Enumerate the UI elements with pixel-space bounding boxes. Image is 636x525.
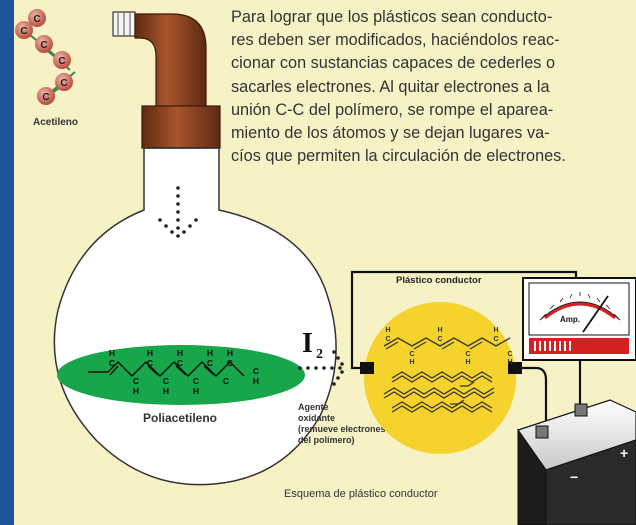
poliacetileno-label: Poliacetileno xyxy=(143,411,217,425)
diagram-caption: Esquema de plástico conductor xyxy=(284,488,438,500)
left-accent-bar xyxy=(0,0,14,525)
ammeter: Amp. xyxy=(522,277,636,361)
agent-label-line: del polímero) xyxy=(298,435,355,445)
atom-label: H xyxy=(409,359,414,366)
battery: − + xyxy=(517,399,636,525)
flask-stopper xyxy=(141,105,221,149)
meter-needle xyxy=(582,295,609,333)
paragraph-line: Para lograr que los plásticos sean condu… xyxy=(231,8,553,26)
reaction-arrow-dots xyxy=(298,350,344,386)
atom-label: H xyxy=(385,327,390,334)
atom-label: H xyxy=(109,348,115,358)
atom-label: C xyxy=(20,26,27,37)
paragraph-line: unión C-C del polímero, se rompe el apar… xyxy=(231,100,554,119)
atom-label: C xyxy=(385,336,390,343)
flow-arrow-dots xyxy=(158,186,198,238)
paragraph-line: sacarles electrones. Al quitar electrone… xyxy=(231,77,550,96)
amp-label: Amp. xyxy=(560,315,580,324)
agent-label-line: Agente xyxy=(298,402,329,412)
agent-label-line: oxidante xyxy=(298,413,335,423)
atom-label: C xyxy=(227,358,233,368)
atom-label: C xyxy=(60,78,67,89)
iodine-symbol: I xyxy=(302,328,313,359)
round-bottom-flask: H C C H H C C H H C C H H C C H C C H Po… xyxy=(53,147,337,486)
atom-label: C xyxy=(223,376,229,386)
atom-label: C xyxy=(193,376,199,386)
atom-label: H xyxy=(253,376,259,386)
atom-label: H xyxy=(163,386,169,396)
atom-label: H xyxy=(493,327,498,334)
carbon-atom xyxy=(28,9,46,27)
paragraph-line: miento de los átomos y se dejan lugares … xyxy=(231,124,550,143)
iodine-reagent: I 2 Agente oxidante (remueve electrones … xyxy=(298,328,386,445)
paragraph-line: cíos que permiten la circulación de elec… xyxy=(231,147,566,166)
carbon-atom xyxy=(35,35,53,53)
atom-label: H xyxy=(147,348,153,358)
conductive-plastic-sample: H C C H H C C H H C C H xyxy=(360,302,522,454)
acetileno-label: Acetileno xyxy=(33,117,78,128)
carbon-atom xyxy=(15,21,33,39)
atom-label: C xyxy=(147,358,153,368)
circuit-wires xyxy=(350,270,582,432)
agent-label-line: (remueve electrones xyxy=(298,424,386,434)
atom-label: C xyxy=(58,56,65,67)
atom-label: C xyxy=(40,40,47,51)
atom-label: C xyxy=(42,92,49,103)
battery-minus-label: − xyxy=(570,469,578,485)
plastico-conductor-label: Plástico conductor xyxy=(396,275,482,286)
atom-label: H xyxy=(437,327,442,334)
battery-plus-label: + xyxy=(620,445,628,461)
atom-label: H xyxy=(133,386,139,396)
atom-label: C xyxy=(163,376,169,386)
atom-label: C xyxy=(437,336,442,343)
atom-label: C xyxy=(133,376,139,386)
atom-label: H xyxy=(227,348,233,358)
carbon-atom xyxy=(37,87,55,105)
atom-label: C xyxy=(177,358,183,368)
paragraph-line: cionar con sustancias capaces de cederle… xyxy=(231,54,556,73)
atom-label: C xyxy=(33,14,40,25)
atom-label: C xyxy=(493,336,498,343)
atom-label: C xyxy=(207,358,213,368)
atom-label: H xyxy=(507,359,512,366)
atom-label: H xyxy=(465,359,470,366)
atom-label: H xyxy=(193,386,199,396)
polyacetylene-layer xyxy=(57,345,305,405)
atom-label: C xyxy=(109,358,115,368)
atom-label: C xyxy=(409,351,414,358)
paragraph-line: res deben ser modificados, haciéndolos r… xyxy=(231,31,560,50)
polyacetylene-chain xyxy=(88,361,245,377)
atom-label: H xyxy=(207,348,213,358)
carbon-atom xyxy=(53,51,71,69)
atom-label: C xyxy=(465,351,470,358)
iodine-subscript: 2 xyxy=(316,347,323,362)
atom-label: H xyxy=(177,348,183,358)
acetylene-molecules: C C C C C C Acetileno xyxy=(15,9,78,128)
atom-label: C xyxy=(507,351,512,358)
description-paragraph: Para lograr que los plásticos sean condu… xyxy=(231,6,631,168)
gas-inlet-tube xyxy=(112,11,221,149)
carbon-atom xyxy=(55,73,73,91)
atom-label: C xyxy=(253,366,259,376)
